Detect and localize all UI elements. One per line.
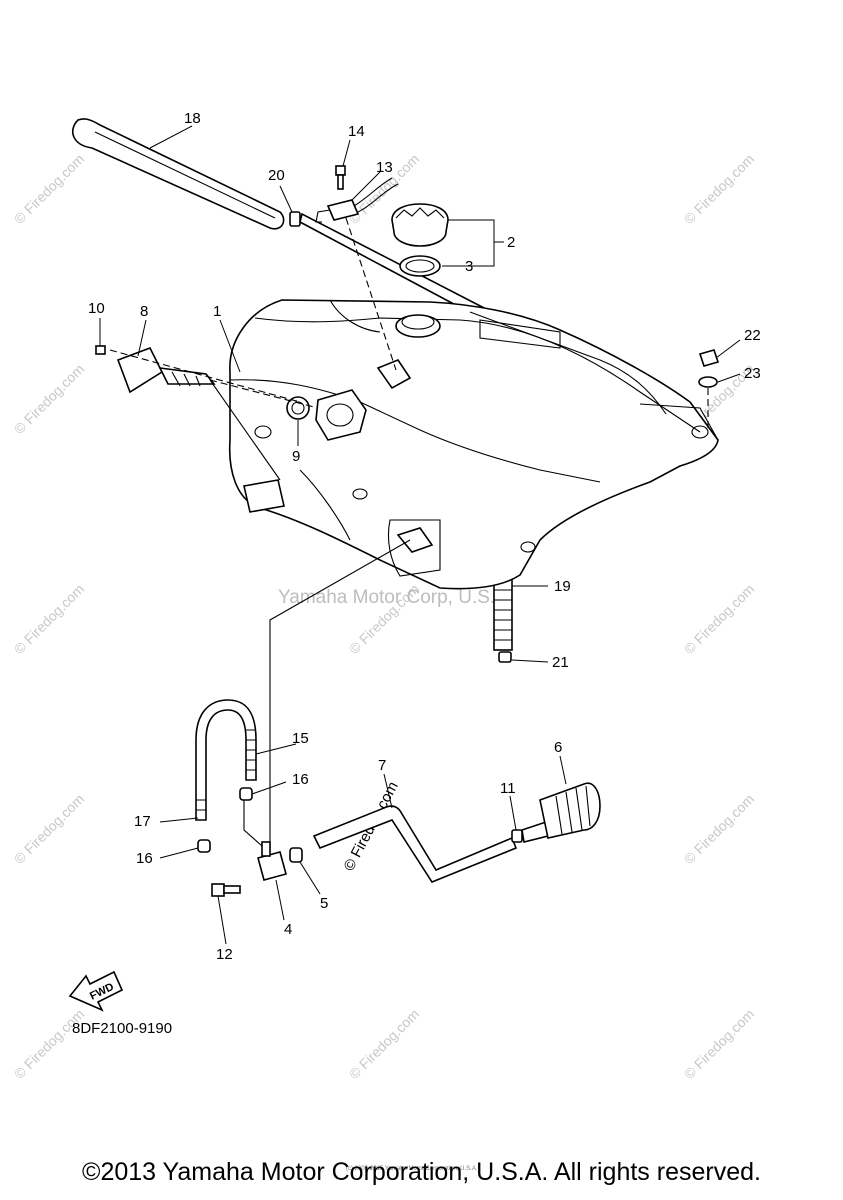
- part-4-fuel-cock: [257, 841, 287, 881]
- part-14-bolt: [335, 165, 346, 190]
- fuel-tank: [228, 299, 719, 590]
- watermark: © Firedog.com: [11, 361, 87, 437]
- part-3-gasket: [399, 255, 441, 277]
- tank-outlet: [396, 527, 434, 553]
- callout-6: 6: [554, 739, 562, 756]
- callout-12: 12: [216, 946, 233, 963]
- watermark: © Firedog.com: [681, 151, 757, 227]
- callout-13: 13: [376, 159, 393, 176]
- callout-11: 11: [500, 780, 516, 797]
- callout-14: 14: [348, 123, 365, 140]
- watermark: © Firedog.com: [11, 791, 87, 867]
- callout-2: 2: [507, 234, 515, 251]
- center-watermark: Yamaha Motor Corp, U.S.A.: [278, 587, 513, 608]
- filler-neck: [395, 314, 441, 338]
- leader-lines: [99, 125, 741, 945]
- watermark: © Firedog.com: [11, 581, 87, 657]
- fuel-pickup: [243, 479, 285, 513]
- part-9-o-ring: [286, 396, 310, 420]
- part-16-clamp: [197, 839, 211, 853]
- callout-10: 10: [88, 300, 105, 317]
- part-2-tank-cap: [391, 203, 449, 247]
- part-11-clamp: [511, 829, 523, 843]
- callout-5: 5: [320, 895, 328, 912]
- callout-17: 17: [134, 813, 151, 830]
- watermark-group: © Firedog.com © Firedog.com © Firedog.co…: [11, 151, 757, 1082]
- part-7-fuel-hose: [312, 805, 518, 883]
- callout-16-upper: 16: [292, 771, 309, 788]
- vent-bracket: [376, 359, 412, 390]
- part-13-vent-fitting: [315, 177, 399, 223]
- callout-21: 21: [552, 654, 569, 671]
- callout-22: 22: [744, 327, 761, 344]
- watermark: © Firedog.com: [681, 581, 757, 657]
- callout-4: 4: [284, 921, 292, 938]
- callout-3: 3: [465, 258, 473, 275]
- part-23-washer: [698, 376, 718, 388]
- copyright-footer: ©2013 Yamaha Motor Corporation, U.S.A. A…: [82, 1158, 761, 1186]
- gauge-mount: [315, 389, 367, 441]
- part-20-clamp: [289, 211, 301, 227]
- part-16-clamp: [239, 787, 253, 801]
- part-6-fuel-filter: [521, 782, 601, 843]
- callout-20: 20: [268, 167, 285, 184]
- part-8-fuel-gauge: [116, 346, 281, 481]
- callout-7: 7: [378, 757, 386, 774]
- tiny-credit: (c) 2005-2015 Yamaha Motor Corporation, …: [346, 1166, 478, 1172]
- part-22-nut: [698, 349, 720, 367]
- part-15-hose: [195, 699, 257, 821]
- diagram-code: 8DF2100-9190: [72, 1020, 172, 1037]
- watermark: © Firedog.com: [681, 1006, 757, 1082]
- watermark: © Firedog.com: [346, 1006, 422, 1082]
- callout-19: 19: [554, 578, 571, 595]
- part-12-bolt: [211, 883, 241, 897]
- callout-9: 9: [292, 448, 300, 465]
- callout-1: 1: [213, 303, 221, 320]
- part-5-union: [289, 847, 303, 863]
- watermark: © Firedog.com: [681, 791, 757, 867]
- watermark: © Firedog.com: [11, 1006, 87, 1082]
- watermark: © Firedog.com: [11, 151, 87, 227]
- callout-8: 8: [140, 303, 148, 320]
- callout-23: 23: [744, 365, 761, 382]
- part-18-hose: [71, 118, 285, 230]
- vent-guide-line: [345, 217, 397, 371]
- callout-15: 15: [292, 730, 309, 747]
- outlet-guide-line: [269, 539, 411, 848]
- callout-18: 18: [184, 110, 201, 127]
- petcock-guide: [243, 800, 263, 847]
- fwd-arrow-icon: FWD: [68, 970, 124, 1012]
- part-21-clamp: [498, 651, 512, 663]
- callout-16-lower: 16: [136, 850, 153, 867]
- part-10-bolt: [95, 345, 106, 355]
- gauge-guide-line-2: [209, 379, 319, 409]
- callout-labels: 1 2 3 4 5 6 7 8 9 10 11 12 13 14 15 16 1…: [88, 110, 761, 963]
